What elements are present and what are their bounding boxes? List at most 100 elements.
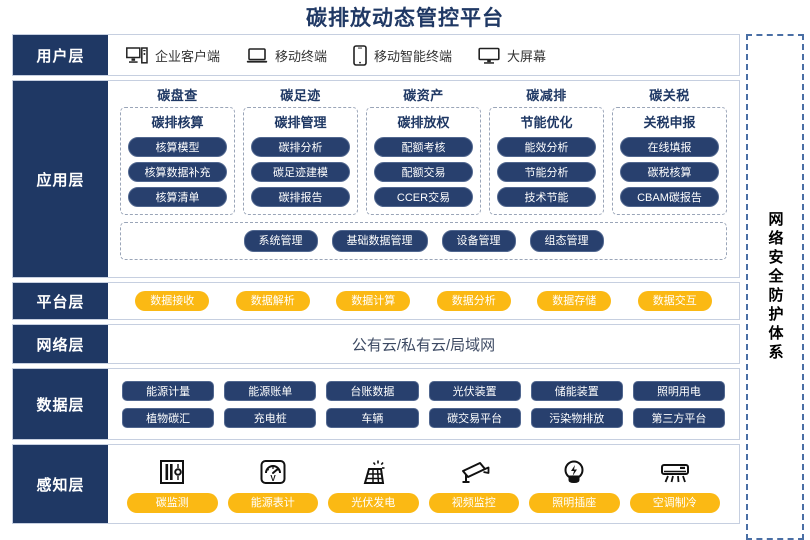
perception-item-carbon-monitoring[interactable]: 碳监测 — [122, 445, 223, 523]
app-item-pill[interactable]: 能效分析 — [497, 137, 596, 157]
app-column-carbon-footprint: 碳足迹 碳排管理 碳排分析 碳足迹建模 碳排报告 — [243, 85, 358, 215]
management-pill-device[interactable]: 设备管理 — [441, 230, 516, 252]
perception-item-lighting-socket[interactable]: 照明插座 — [524, 445, 625, 523]
perception-item-hvac-cooling[interactable]: 空调制冷 — [625, 445, 726, 523]
app-item-pill[interactable]: CBAM碳报告 — [620, 187, 719, 207]
data-item-pill[interactable]: 能源账单 — [224, 380, 317, 401]
data-item-pill[interactable]: 碳交易平台 — [428, 407, 521, 428]
platform-item-pill[interactable]: 数据解析 — [235, 291, 310, 311]
data-item-pill[interactable]: 光伏装置 — [428, 380, 521, 401]
perception-layer-label: 感知层 — [13, 445, 108, 523]
platform-item-pill[interactable]: 数据接收 — [135, 291, 210, 311]
user-item-label: 企业客户端 — [155, 48, 221, 64]
perception-layer-body: 碳监测 V 能源表计 — [108, 445, 739, 523]
management-pill-system[interactable]: 系统管理 — [243, 230, 318, 252]
data-item-pill[interactable]: 污染物排放 — [530, 407, 623, 428]
app-item-pill[interactable]: 碳排分析 — [251, 137, 350, 157]
data-item-pill[interactable]: 植物碳汇 — [122, 407, 215, 428]
platform-layer: 平台层 数据接收 数据解析 数据计算 数据分析 数据存储 数据交互 — [12, 282, 740, 320]
data-layer-body: 能源计量 能源账单 台账数据 光伏装置 储能装置 照明用电 植物碳汇 充电桩 车… — [108, 369, 739, 439]
cctv-camera-icon — [458, 455, 490, 487]
app-item-pill[interactable]: 核算模型 — [128, 137, 227, 157]
network-security-band: 网络安全防护体系 — [746, 34, 804, 540]
desktop-tower-icon — [126, 46, 148, 64]
user-layer: 用户层 企业客户端 — [12, 34, 740, 76]
perception-item-energy-meter[interactable]: V 能源表计 — [223, 445, 324, 523]
user-layer-label: 用户层 — [13, 35, 108, 75]
management-pill-configuration[interactable]: 组态管理 — [529, 230, 604, 252]
network-layer-body: 公有云/私有云/局域网 — [108, 325, 739, 363]
data-item-pill[interactable]: 充电桩 — [224, 407, 317, 428]
data-item-pill[interactable]: 台账数据 — [326, 380, 419, 401]
user-item-label: 移动智能终端 — [374, 48, 453, 64]
light-bulb-icon — [560, 455, 588, 487]
application-layer-body: 碳盘查 碳排核算 核算模型 核算数据补充 核算清单 碳足迹 碳排管理 碳排分析 — [108, 81, 739, 277]
app-item-pill[interactable]: 节能分析 — [497, 162, 596, 182]
platform-item-pill[interactable]: 数据分析 — [436, 291, 511, 311]
application-layer-label: 应用层 — [13, 81, 108, 277]
app-box-title: 节能优化 — [520, 115, 573, 130]
app-item-pill[interactable]: 核算数据补充 — [128, 162, 227, 182]
perception-item-label: 光伏发电 — [328, 493, 419, 513]
app-column-title: 碳资产 — [403, 88, 444, 103]
data-item-pill[interactable]: 车辆 — [326, 407, 419, 428]
user-item-smart-mobile-terminal[interactable]: 移动智能终端 — [353, 44, 453, 66]
data-item-pill[interactable]: 照明用电 — [632, 380, 726, 401]
app-column-title: 碳关税 — [649, 88, 690, 103]
app-column-title: 碳减排 — [526, 88, 567, 103]
platform-item-pill[interactable]: 数据计算 — [336, 291, 411, 311]
management-row: 系统管理 基础数据管理 设备管理 组态管理 — [120, 222, 727, 260]
platform-item-pill[interactable]: 数据交互 — [637, 291, 712, 311]
app-item-pill[interactable]: CCER交易 — [374, 187, 473, 207]
app-column-carbon-reduction: 碳减排 节能优化 能效分析 节能分析 技术节能 — [489, 85, 604, 215]
data-layer-label: 数据层 — [13, 369, 108, 439]
carbon-sensor-icon — [157, 455, 187, 487]
user-item-label: 移动终端 — [275, 48, 328, 64]
platform-layer-label: 平台层 — [13, 283, 108, 319]
app-item-pill[interactable]: 碳税核算 — [620, 162, 719, 182]
data-item-pill[interactable]: 第三方平台 — [632, 407, 726, 428]
app-item-pill[interactable]: 技术节能 — [497, 187, 596, 207]
page-title: 碳排放动态管控平台 — [306, 7, 504, 30]
perception-item-label: 碳监测 — [127, 493, 218, 513]
app-item-pill[interactable]: 碳排报告 — [251, 187, 350, 207]
perception-item-label: 照明插座 — [529, 493, 620, 513]
app-item-pill[interactable]: 核算清单 — [128, 187, 227, 207]
management-pill-basic-data[interactable]: 基础数据管理 — [331, 230, 428, 252]
user-item-big-screen[interactable]: 大屏幕 — [478, 46, 546, 65]
user-item-enterprise-client[interactable]: 企业客户端 — [126, 46, 220, 65]
app-box-title: 碳排放权 — [397, 115, 450, 130]
network-layer-text: 公有云/私有云/局域网 — [351, 336, 496, 354]
app-column-carbon-asset: 碳资产 碳排放权 配额考核 配额交易 CCER交易 — [366, 85, 481, 215]
data-row-1: 能源计量 能源账单 台账数据 光伏装置 储能装置 照明用电 — [122, 380, 726, 401]
laptop-icon — [246, 47, 268, 64]
app-box-title: 关税申报 — [643, 115, 696, 130]
app-item-pill[interactable]: 碳足迹建模 — [251, 162, 350, 182]
user-item-label: 大屏幕 — [507, 48, 547, 64]
perception-item-video-surveillance[interactable]: 视频监控 — [424, 445, 525, 523]
app-column-title: 碳盘查 — [157, 88, 198, 103]
network-security-band-label: 网络安全防护体系 — [766, 211, 784, 363]
network-layer-label: 网络层 — [13, 325, 108, 363]
data-row-2: 植物碳汇 充电桩 车辆 碳交易平台 污染物排放 第三方平台 — [122, 407, 726, 428]
smartphone-icon — [353, 44, 367, 66]
app-item-pill[interactable]: 配额考核 — [374, 137, 473, 157]
air-conditioner-icon — [659, 455, 691, 487]
data-item-pill[interactable]: 能源计量 — [122, 380, 215, 401]
perception-item-solar-power[interactable]: 光伏发电 — [323, 445, 424, 523]
application-layer: 应用层 碳盘查 碳排核算 核算模型 核算数据补充 核算清单 碳足迹 — [12, 80, 740, 278]
data-layer: 数据层 能源计量 能源账单 台账数据 光伏装置 储能装置 照明用电 植物碳汇 充… — [12, 368, 740, 440]
app-column-carbon-tariff: 碳关税 关税申报 在线填报 碳税核算 CBAM碳报告 — [612, 85, 727, 215]
user-item-mobile-terminal[interactable]: 移动终端 — [246, 46, 327, 65]
perception-layer: 感知层 碳监测 — [12, 444, 740, 524]
app-column-box: 碳排管理 碳排分析 碳足迹建模 碳排报告 — [243, 107, 358, 215]
app-item-pill[interactable]: 在线填报 — [620, 137, 719, 157]
app-column-box: 碳排放权 配额考核 配额交易 CCER交易 — [366, 107, 481, 215]
svg-text:V: V — [270, 474, 276, 483]
platform-item-pill[interactable]: 数据存储 — [537, 291, 612, 311]
data-item-pill[interactable]: 储能装置 — [530, 380, 623, 401]
app-item-pill[interactable]: 配额交易 — [374, 162, 473, 182]
solar-panel-icon — [358, 455, 388, 487]
network-layer: 网络层 公有云/私有云/局域网 — [12, 324, 740, 364]
layer-stack: 用户层 企业客户端 — [0, 34, 740, 540]
